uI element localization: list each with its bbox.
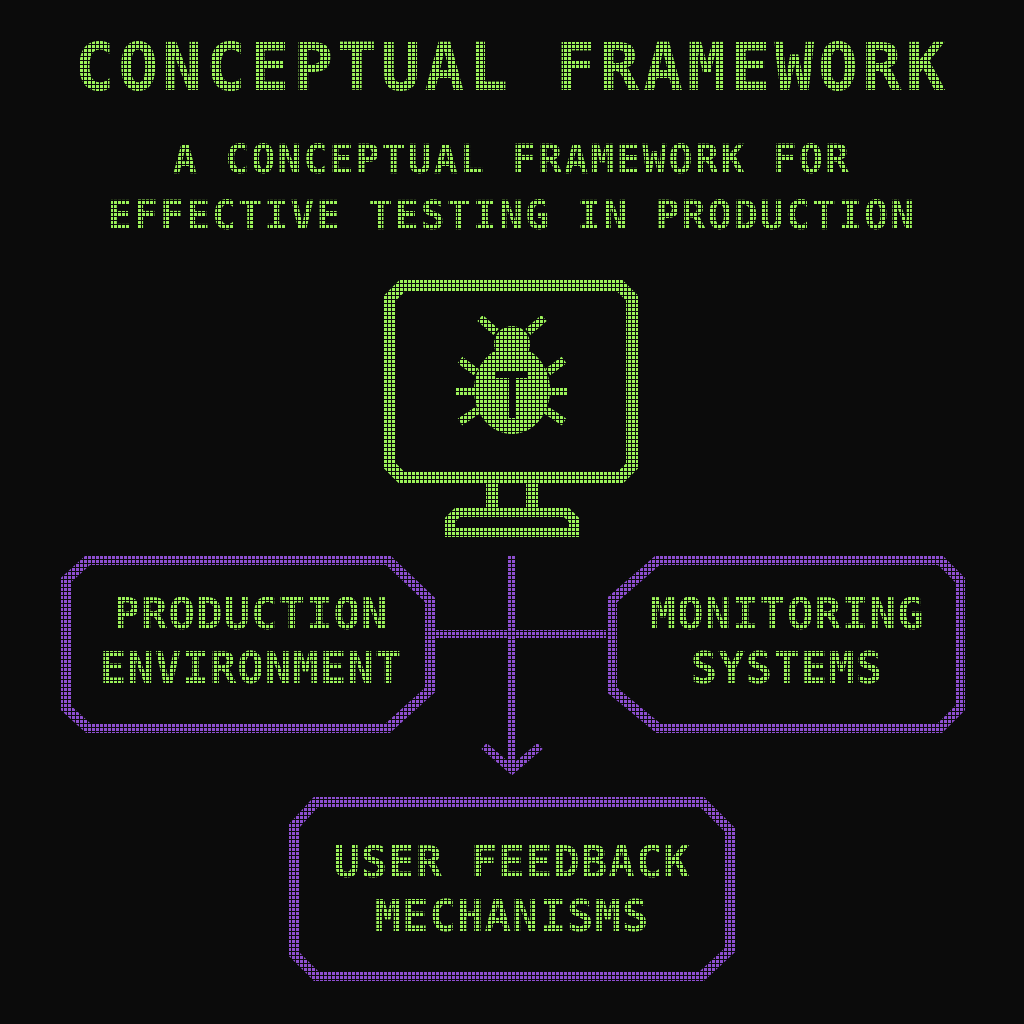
user-feedback-label: USER FEEDBACK MECHANISMS	[333, 837, 691, 942]
production-environment-label: PRODUCTION ENVIRONMENT	[99, 589, 403, 694]
connector-lines	[430, 556, 606, 776]
user-feedback-box	[289, 797, 735, 981]
monitoring-systems-label: MONITORING SYSTEMS	[649, 589, 925, 694]
arrow-down-icon	[481, 742, 543, 776]
monitor-icon	[384, 280, 638, 537]
production-environment-box	[61, 555, 435, 733]
bug-icon	[456, 314, 568, 434]
page-subtitle: A CONCEPTUAL FRAMEWORK FOR EFFECTIVE TES…	[107, 137, 917, 239]
page-title: CONCEPTUAL FRAMEWORK	[74, 29, 950, 106]
monitoring-systems-box	[607, 555, 965, 733]
